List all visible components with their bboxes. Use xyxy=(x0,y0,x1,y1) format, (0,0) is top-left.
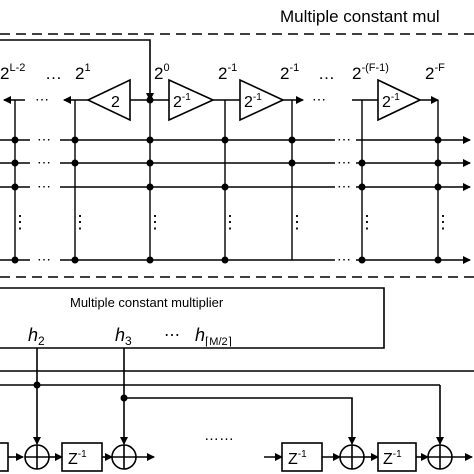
amplifier-times-half-3: 2-1 xyxy=(377,78,422,122)
shift-chain: ⋯ ⋯ xyxy=(3,91,439,107)
adder-3 xyxy=(339,444,365,470)
svg-text:2-1: 2-1 xyxy=(173,92,191,111)
chain-dots-left: ⋯ xyxy=(35,91,49,107)
adder-2 xyxy=(111,444,137,470)
delay-label-1: Z-1 xyxy=(68,449,87,468)
power-label-2-neg1: 2-1 xyxy=(218,62,237,83)
svg-text:⋯: ⋯ xyxy=(337,131,351,147)
coeff-h-m2: h⌈M/2⌉ xyxy=(195,325,232,348)
vertical-dots: ⋮ ⋮ ⋮ ⋮ ⋮ ⋮ ⋮ xyxy=(11,212,452,232)
coefficient-labels: h2 h3 ⋯ h⌈M/2⌉ xyxy=(28,325,232,348)
coeff-h2: h2 xyxy=(28,325,45,348)
svg-text:⋮: ⋮ xyxy=(221,212,239,232)
svg-text:⋮: ⋮ xyxy=(146,212,164,232)
svg-text:⋮: ⋮ xyxy=(434,212,452,232)
top-title: Multiple constant mul xyxy=(280,7,440,26)
output-buses: ⋯ ⋯ ⋯ ⋯ ⋯ ⋯ ⋯ ⋯ xyxy=(0,131,471,267)
svg-text:⋮: ⋮ xyxy=(358,212,376,232)
coeff-dots: ⋯ xyxy=(164,327,180,344)
top-hdots-2: … xyxy=(318,64,335,83)
delay-box-0 xyxy=(0,442,9,472)
delay-chain: Z-1 Z-1 Z-1 xyxy=(0,442,473,472)
power-label-2-neg2: 2-1 xyxy=(280,62,299,83)
chain-dots-right: ⋯ xyxy=(312,91,326,107)
input-line xyxy=(0,39,154,101)
amplifier-times-half-2: 2-1 xyxy=(239,78,285,122)
svg-text:⋯: ⋯ xyxy=(37,178,51,194)
power-label-2-0: 20 xyxy=(154,62,170,83)
adder-1 xyxy=(24,444,50,470)
power-label-2-1: 21 xyxy=(75,62,91,83)
power-label-2-negF-1: 2-(F-1) xyxy=(352,62,389,83)
power-labels: 2L-2 … 21 20 2-1 2-1 … 2-(F-1) 2-F xyxy=(0,62,445,83)
svg-text:⋯: ⋯ xyxy=(37,154,51,170)
svg-text:⋯: ⋯ xyxy=(37,131,51,147)
svg-text:2: 2 xyxy=(111,94,120,111)
coefficient-feeds xyxy=(0,348,474,445)
amplifier-times-half-1: 2-1 xyxy=(168,78,215,122)
adder-4 xyxy=(427,444,453,470)
svg-text:2-1: 2-1 xyxy=(244,92,262,111)
svg-text:⋯: ⋯ xyxy=(337,251,351,267)
svg-text:⋮: ⋮ xyxy=(288,212,306,232)
svg-text:⋯: ⋯ xyxy=(337,154,351,170)
svg-text:⋯: ⋯ xyxy=(37,251,51,267)
delay-label-3: Z-1 xyxy=(383,449,402,468)
power-label-2-L-2: 2L-2 xyxy=(0,62,25,83)
mcm-box xyxy=(0,287,385,349)
power-label-2-negF: 2-F xyxy=(425,62,445,83)
svg-text:2-1: 2-1 xyxy=(382,92,400,111)
mcm-box-label: Multiple constant multiplier xyxy=(70,295,224,310)
top-hdots-1: … xyxy=(45,64,62,83)
junction-dots-top xyxy=(11,96,442,264)
svg-text:⋮: ⋮ xyxy=(71,212,89,232)
amplifier-times-2: 2 xyxy=(86,78,131,122)
delay-box-2 xyxy=(281,442,323,472)
coeff-h3: h3 xyxy=(115,325,132,348)
delay-label-2: Z-1 xyxy=(288,449,307,468)
middle-dots: …… xyxy=(204,427,234,444)
svg-text:⋮: ⋮ xyxy=(11,212,29,232)
vertical-taps xyxy=(14,100,439,260)
svg-text:⋯: ⋯ xyxy=(337,178,351,194)
